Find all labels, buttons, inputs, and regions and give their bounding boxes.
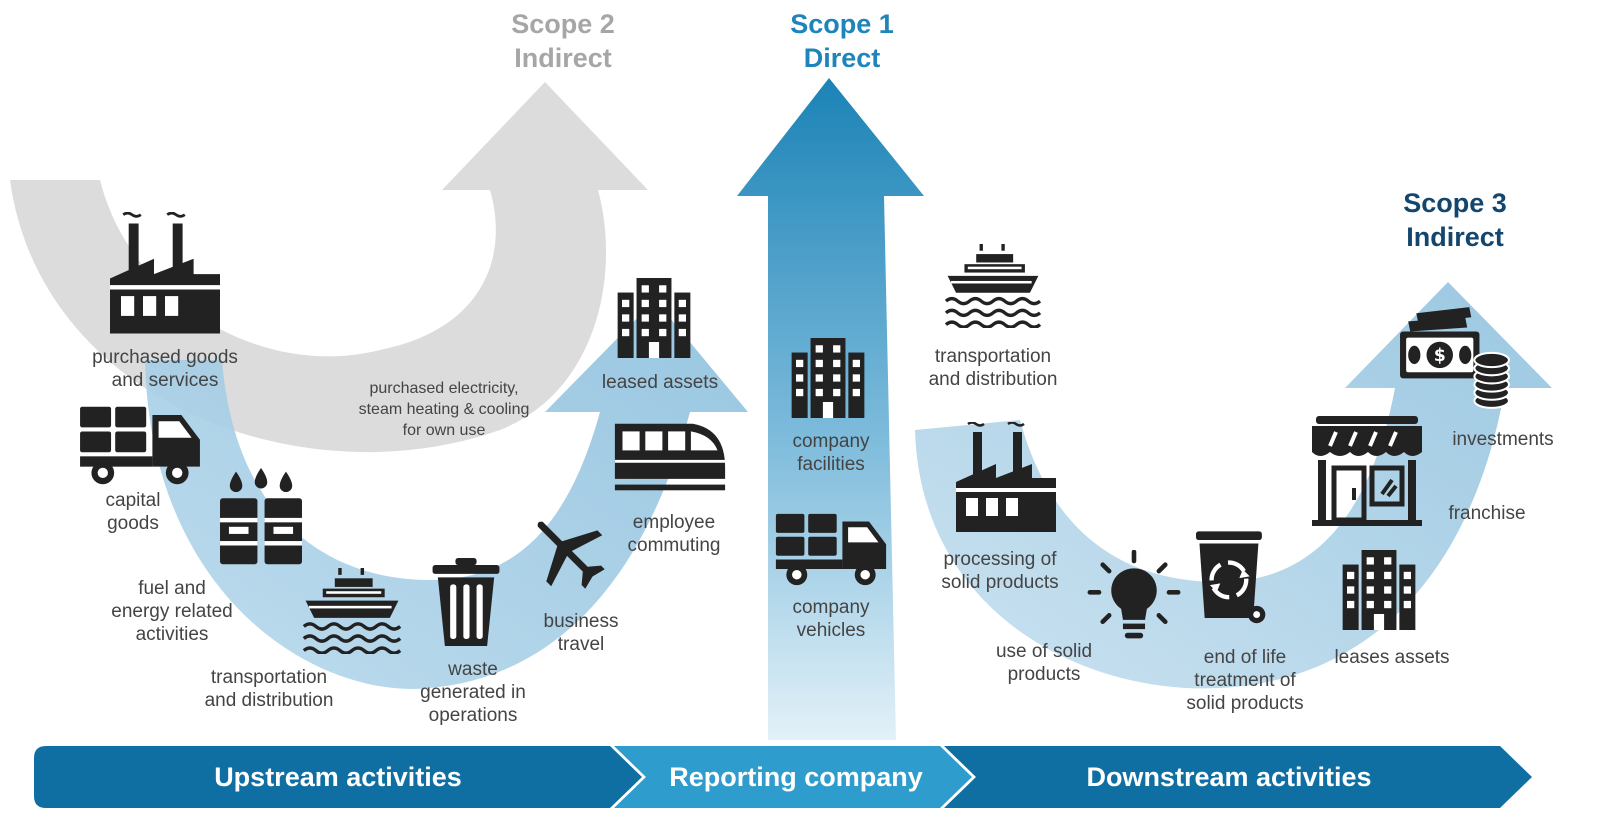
label-company-vehicles: company vehicles (792, 597, 870, 641)
label-end-of-life: end of life treatment of solid products (1186, 647, 1304, 714)
banner-reporting-label: Reporting company (669, 762, 923, 792)
banner-upstream (34, 746, 642, 808)
label-employee-commuting: employee commuting (627, 512, 721, 556)
scope3-subtitle: Indirect (1406, 222, 1504, 252)
label-waste: waste generated in operations (420, 659, 526, 726)
banner-upstream-label: Upstream activities (214, 762, 462, 792)
label-investments: investments (1452, 429, 1554, 450)
banner-reporting (614, 746, 972, 808)
scope1-title: Scope 1 Direct (790, 7, 894, 75)
label-company-facilities: company facilities (792, 431, 870, 475)
scope2-subtitle: Indirect (514, 43, 612, 73)
label-use-of-products: use of solid products (995, 641, 1093, 685)
banner-downstream-label: Downstream activities (1086, 762, 1372, 792)
scope2-title: Scope 2 Indirect (511, 7, 615, 75)
label-purchased-electricity: purchased electricity, steam heating & c… (358, 380, 530, 439)
scope1-subtitle: Direct (803, 43, 881, 73)
label-business-travel: business travel (543, 611, 619, 655)
truck-icon (80, 406, 200, 485)
label-downstream-transportation: transportation and distribution (928, 346, 1058, 390)
upstream-arrow (145, 300, 748, 689)
scope1-label: Scope 1 (790, 9, 894, 39)
label-fuel-energy: fuel and energy related activities (111, 578, 233, 645)
ship-icon (944, 244, 1042, 328)
scope3-title: Scope 3 Indirect (1403, 186, 1507, 254)
label-leases-assets: leases assets (1334, 647, 1450, 668)
scope2-arrow (10, 82, 648, 453)
label-leased-assets: leased assets (601, 372, 719, 393)
label-upstream-transportation: transportation and distribution (204, 667, 334, 711)
scope3-label: Scope 3 (1403, 188, 1507, 218)
label-purchased-goods: purchased goods and services (92, 347, 238, 391)
label-processing: processing of solid products (941, 549, 1059, 593)
factory-icon (110, 212, 220, 334)
banner-downstream (944, 746, 1532, 808)
label-franchise: franchise (1448, 503, 1526, 524)
label-capital-goods: capital goods (105, 490, 161, 534)
office-building-icon (617, 278, 691, 358)
scope2-label: Scope 2 (511, 9, 615, 39)
recycle-bin-icon (1196, 531, 1265, 623)
